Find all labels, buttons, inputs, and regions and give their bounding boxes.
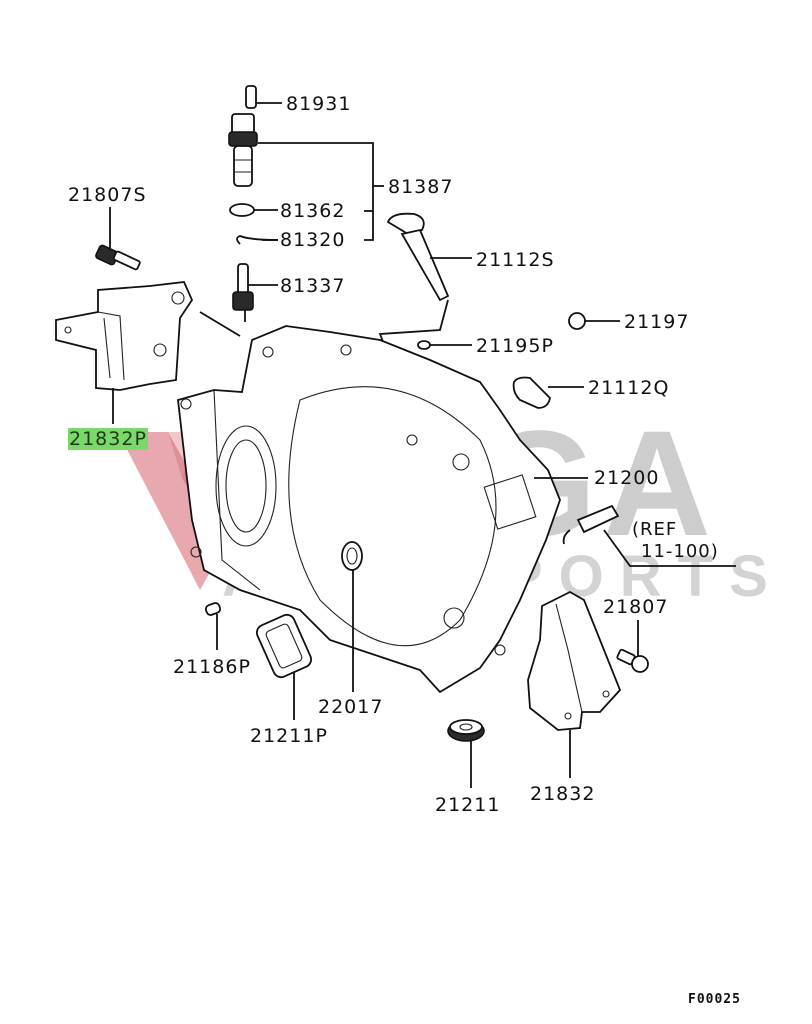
cap-21112Q-icon — [512, 376, 584, 409]
o-ring-81362-icon — [229, 203, 278, 217]
label-81362[interactable]: 81362 — [280, 200, 346, 222]
label-21112Q[interactable]: 21112Q — [588, 377, 670, 399]
label-21807S[interactable]: 21807S — [68, 184, 147, 206]
label-21211P[interactable]: 21211P — [250, 725, 328, 747]
oil-seal-22017-icon — [341, 541, 363, 692]
gasket-21211P-icon — [256, 613, 312, 720]
label-21112S[interactable]: 21112S — [476, 249, 555, 271]
plug-21197-icon — [568, 312, 620, 330]
dowel-21186P-icon — [204, 602, 222, 650]
speed-sensor-81387-icon — [228, 113, 384, 241]
bracket-21832P-icon — [55, 281, 241, 424]
driven-gear-81337-icon — [232, 263, 278, 322]
label-81931[interactable]: 81931 — [286, 93, 352, 115]
label-81387[interactable]: 81387 — [388, 176, 454, 198]
grommet-21211-icon — [447, 719, 485, 788]
label-21186P[interactable]: 21186P — [173, 656, 251, 678]
label-22017[interactable]: 22017 — [318, 696, 384, 718]
label-21195P[interactable]: 21195P — [476, 335, 554, 357]
label-21832[interactable]: 21832 — [530, 783, 596, 805]
plug-21112S-icon — [378, 212, 472, 381]
clip-81320-icon — [236, 235, 279, 245]
pin-21195P-icon — [417, 340, 472, 350]
figure-code: F00025 — [688, 992, 741, 1007]
transmission-case-21200-icon — [177, 325, 588, 694]
label-81320[interactable]: 81320 — [280, 229, 346, 251]
label-21211[interactable]: 21211 — [435, 794, 501, 816]
bolt-21807S-icon — [95, 207, 141, 271]
label-21197[interactable]: 21197 — [624, 311, 690, 333]
ref-bracket-icon — [562, 504, 736, 567]
bolt-21807-icon — [616, 620, 649, 673]
ref-note-line1: (REF — [632, 519, 678, 540]
label-21807[interactable]: 21807 — [603, 596, 669, 618]
bracket-21832-icon — [527, 590, 622, 778]
screw-81931-icon — [245, 85, 282, 109]
label-21832P-highlighted[interactable]: 21832P — [68, 428, 148, 450]
label-81337[interactable]: 81337 — [280, 275, 346, 297]
label-21200[interactable]: 21200 — [594, 467, 660, 489]
ref-note-line2: 11-100) — [641, 541, 719, 562]
